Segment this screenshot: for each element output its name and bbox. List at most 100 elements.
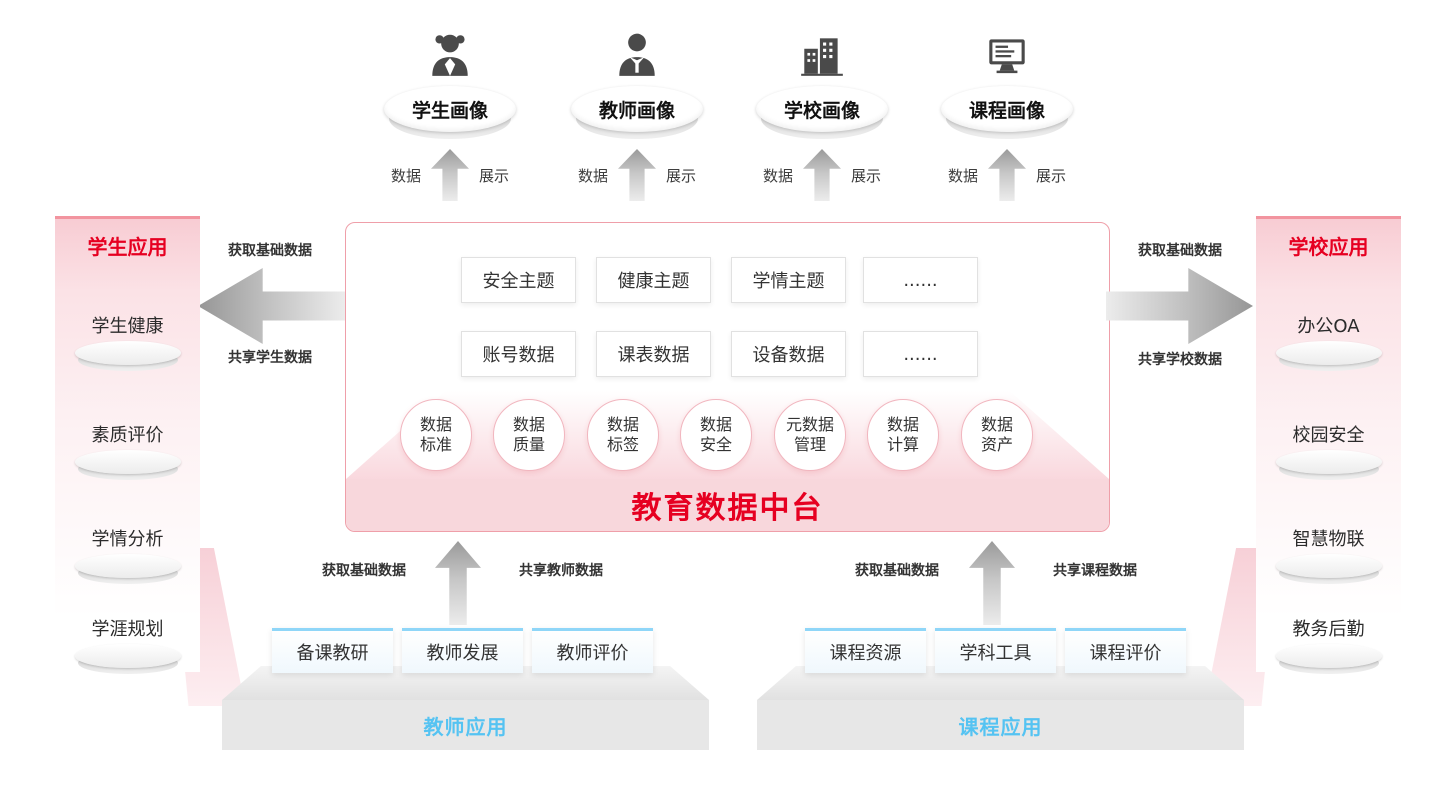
student-portrait-disc: 学生画像 (384, 86, 516, 139)
item-disc (1275, 341, 1382, 371)
course-get-data-label: 获取基础数据 (855, 563, 939, 579)
student-app-item: 素质评价 (55, 421, 200, 480)
student-app-item: 学生健康 (55, 312, 200, 371)
left-arrow-icon (198, 268, 345, 344)
capability-line2: 资产 (980, 435, 1013, 454)
display-flow-label: 展示 (1036, 166, 1067, 185)
capability-line1: 数据 (886, 415, 919, 434)
school-portrait-disc: 学校画像 (756, 86, 888, 139)
student-app-label: 素质评价 (91, 425, 164, 446)
course-apps-platform-bar: 课程应用 (757, 700, 1244, 750)
capability-line1: 元数据 (785, 415, 834, 434)
capability-line2: 标准 (419, 435, 452, 454)
teacher-app-box-prep: 备课教研 (272, 628, 393, 673)
teacher-portrait-label: 教师画像 (571, 86, 703, 132)
capability-line1: 数据 (512, 415, 545, 434)
display-flow-label: 展示 (479, 166, 510, 185)
course-app-box-tools: 学科工具 (935, 628, 1056, 673)
up-arrow-icon (988, 149, 1026, 201)
school-app-label: 教务后勤 (1292, 619, 1365, 640)
student-app-item: 学涯规划 (55, 615, 200, 674)
theme-box-health: 健康主题 (596, 257, 711, 303)
school-app-label: 智慧物联 (1292, 529, 1365, 550)
capability-data-tag: 数据 标签 (587, 399, 659, 471)
teacher-apps-title: 教师应用 (423, 714, 508, 739)
school-app-item: 校园安全 (1256, 421, 1401, 480)
item-disc (74, 341, 181, 371)
teacher-portrait-flow: 数据 展示 (552, 146, 722, 204)
capability-line2: 安全 (699, 435, 732, 454)
school-app-item: 教务后勤 (1256, 615, 1401, 674)
student-app-item: 学情分析 (55, 525, 200, 584)
item-disc (1275, 644, 1382, 674)
teacher-portrait-disc: 教师画像 (571, 86, 703, 139)
item-disc (74, 554, 181, 584)
school-apps-title: 学校应用 (1288, 235, 1369, 259)
school-app-item: 智慧物联 (1256, 525, 1401, 584)
capability-data-quality: 数据 质量 (493, 399, 565, 471)
capability-line2: 管理 (793, 435, 826, 454)
course-icon (932, 24, 1082, 80)
item-disc (1275, 450, 1382, 480)
student-portrait-flow: 数据 展示 (365, 146, 535, 204)
capability-line1: 数据 (606, 415, 639, 434)
student-portrait-label: 学生画像 (384, 86, 516, 132)
up-arrow-icon (803, 149, 841, 201)
teacher-app-box-development: 教师发展 (402, 628, 523, 673)
course-app-box-resources: 课程资源 (805, 628, 926, 673)
data-box-account: 账号数据 (461, 331, 576, 377)
data-box-more: ...... (863, 331, 978, 377)
right-arrow-icon (1106, 268, 1253, 344)
course-portrait-label: 课程画像 (941, 86, 1073, 132)
capability-data-compute: 数据 计算 (867, 399, 939, 471)
capability-line1: 数据 (419, 415, 452, 434)
data-box-device: 设备数据 (731, 331, 846, 377)
capability-data-asset: 数据 资产 (961, 399, 1033, 471)
school-portrait-label: 学校画像 (756, 86, 888, 132)
capability-metadata-mgmt: 元数据 管理 (774, 399, 846, 471)
student-apps-panel: 学生应用 学生健康 素质评价 学情分析 学涯规划 (55, 216, 200, 674)
student-app-label: 学生健康 (91, 316, 164, 337)
data-middle-platform-box: 安全主题 健康主题 学情主题 ...... 账号数据 课表数据 设备数据 ...… (345, 222, 1110, 532)
school-portrait-flow: 数据 展示 (737, 146, 907, 204)
data-flow-label: 数据 (947, 166, 978, 185)
course-portrait: 课程画像 (932, 24, 1082, 139)
student-get-data-label: 获取基础数据 (228, 243, 312, 259)
student-share-data-label: 共享学生数据 (228, 350, 312, 366)
teacher-portrait: 教师画像 (562, 24, 712, 139)
capability-line1: 数据 (980, 415, 1013, 434)
student-app-label: 学情分析 (91, 529, 164, 550)
data-flow-label: 数据 (762, 166, 793, 185)
item-disc (74, 450, 181, 480)
capability-line1: 数据 (699, 415, 732, 434)
display-flow-label: 展示 (851, 166, 882, 185)
data-flow-label: 数据 (390, 166, 421, 185)
theme-box-more: ...... (863, 257, 978, 303)
theme-box-security: 安全主题 (461, 257, 576, 303)
capability-line2: 计算 (886, 435, 919, 454)
teacher-get-data-label: 获取基础数据 (322, 563, 406, 579)
course-share-data-label: 共享课程数据 (1053, 563, 1137, 579)
school-app-label: 校园安全 (1292, 425, 1365, 446)
course-app-box-evaluation: 课程评价 (1065, 628, 1186, 673)
course-portrait-flow: 数据 展示 (922, 146, 1092, 204)
teacher-up-arrow-icon (435, 541, 481, 625)
school-apps-panel: 学校应用 办公OA 校园安全 智慧物联 教务后勤 (1256, 216, 1401, 674)
school-icon (747, 24, 897, 80)
item-disc (1275, 554, 1382, 584)
student-portrait: 学生画像 (375, 24, 525, 139)
school-share-data-label: 共享学校数据 (1138, 352, 1222, 368)
capability-line2: 质量 (512, 435, 545, 454)
item-disc (74, 644, 181, 674)
theme-box-learning: 学情主题 (731, 257, 846, 303)
school-get-data-label: 获取基础数据 (1138, 243, 1222, 259)
school-app-item: 办公OA (1256, 312, 1401, 371)
school-portrait: 学校画像 (747, 24, 897, 139)
teacher-share-data-label: 共享教师数据 (519, 563, 603, 579)
student-apps-title: 学生应用 (87, 235, 168, 259)
teacher-apps-platform-bar: 教师应用 (222, 700, 709, 750)
up-arrow-icon (618, 149, 656, 201)
student-app-label: 学涯规划 (91, 619, 164, 640)
up-arrow-icon (431, 149, 469, 201)
